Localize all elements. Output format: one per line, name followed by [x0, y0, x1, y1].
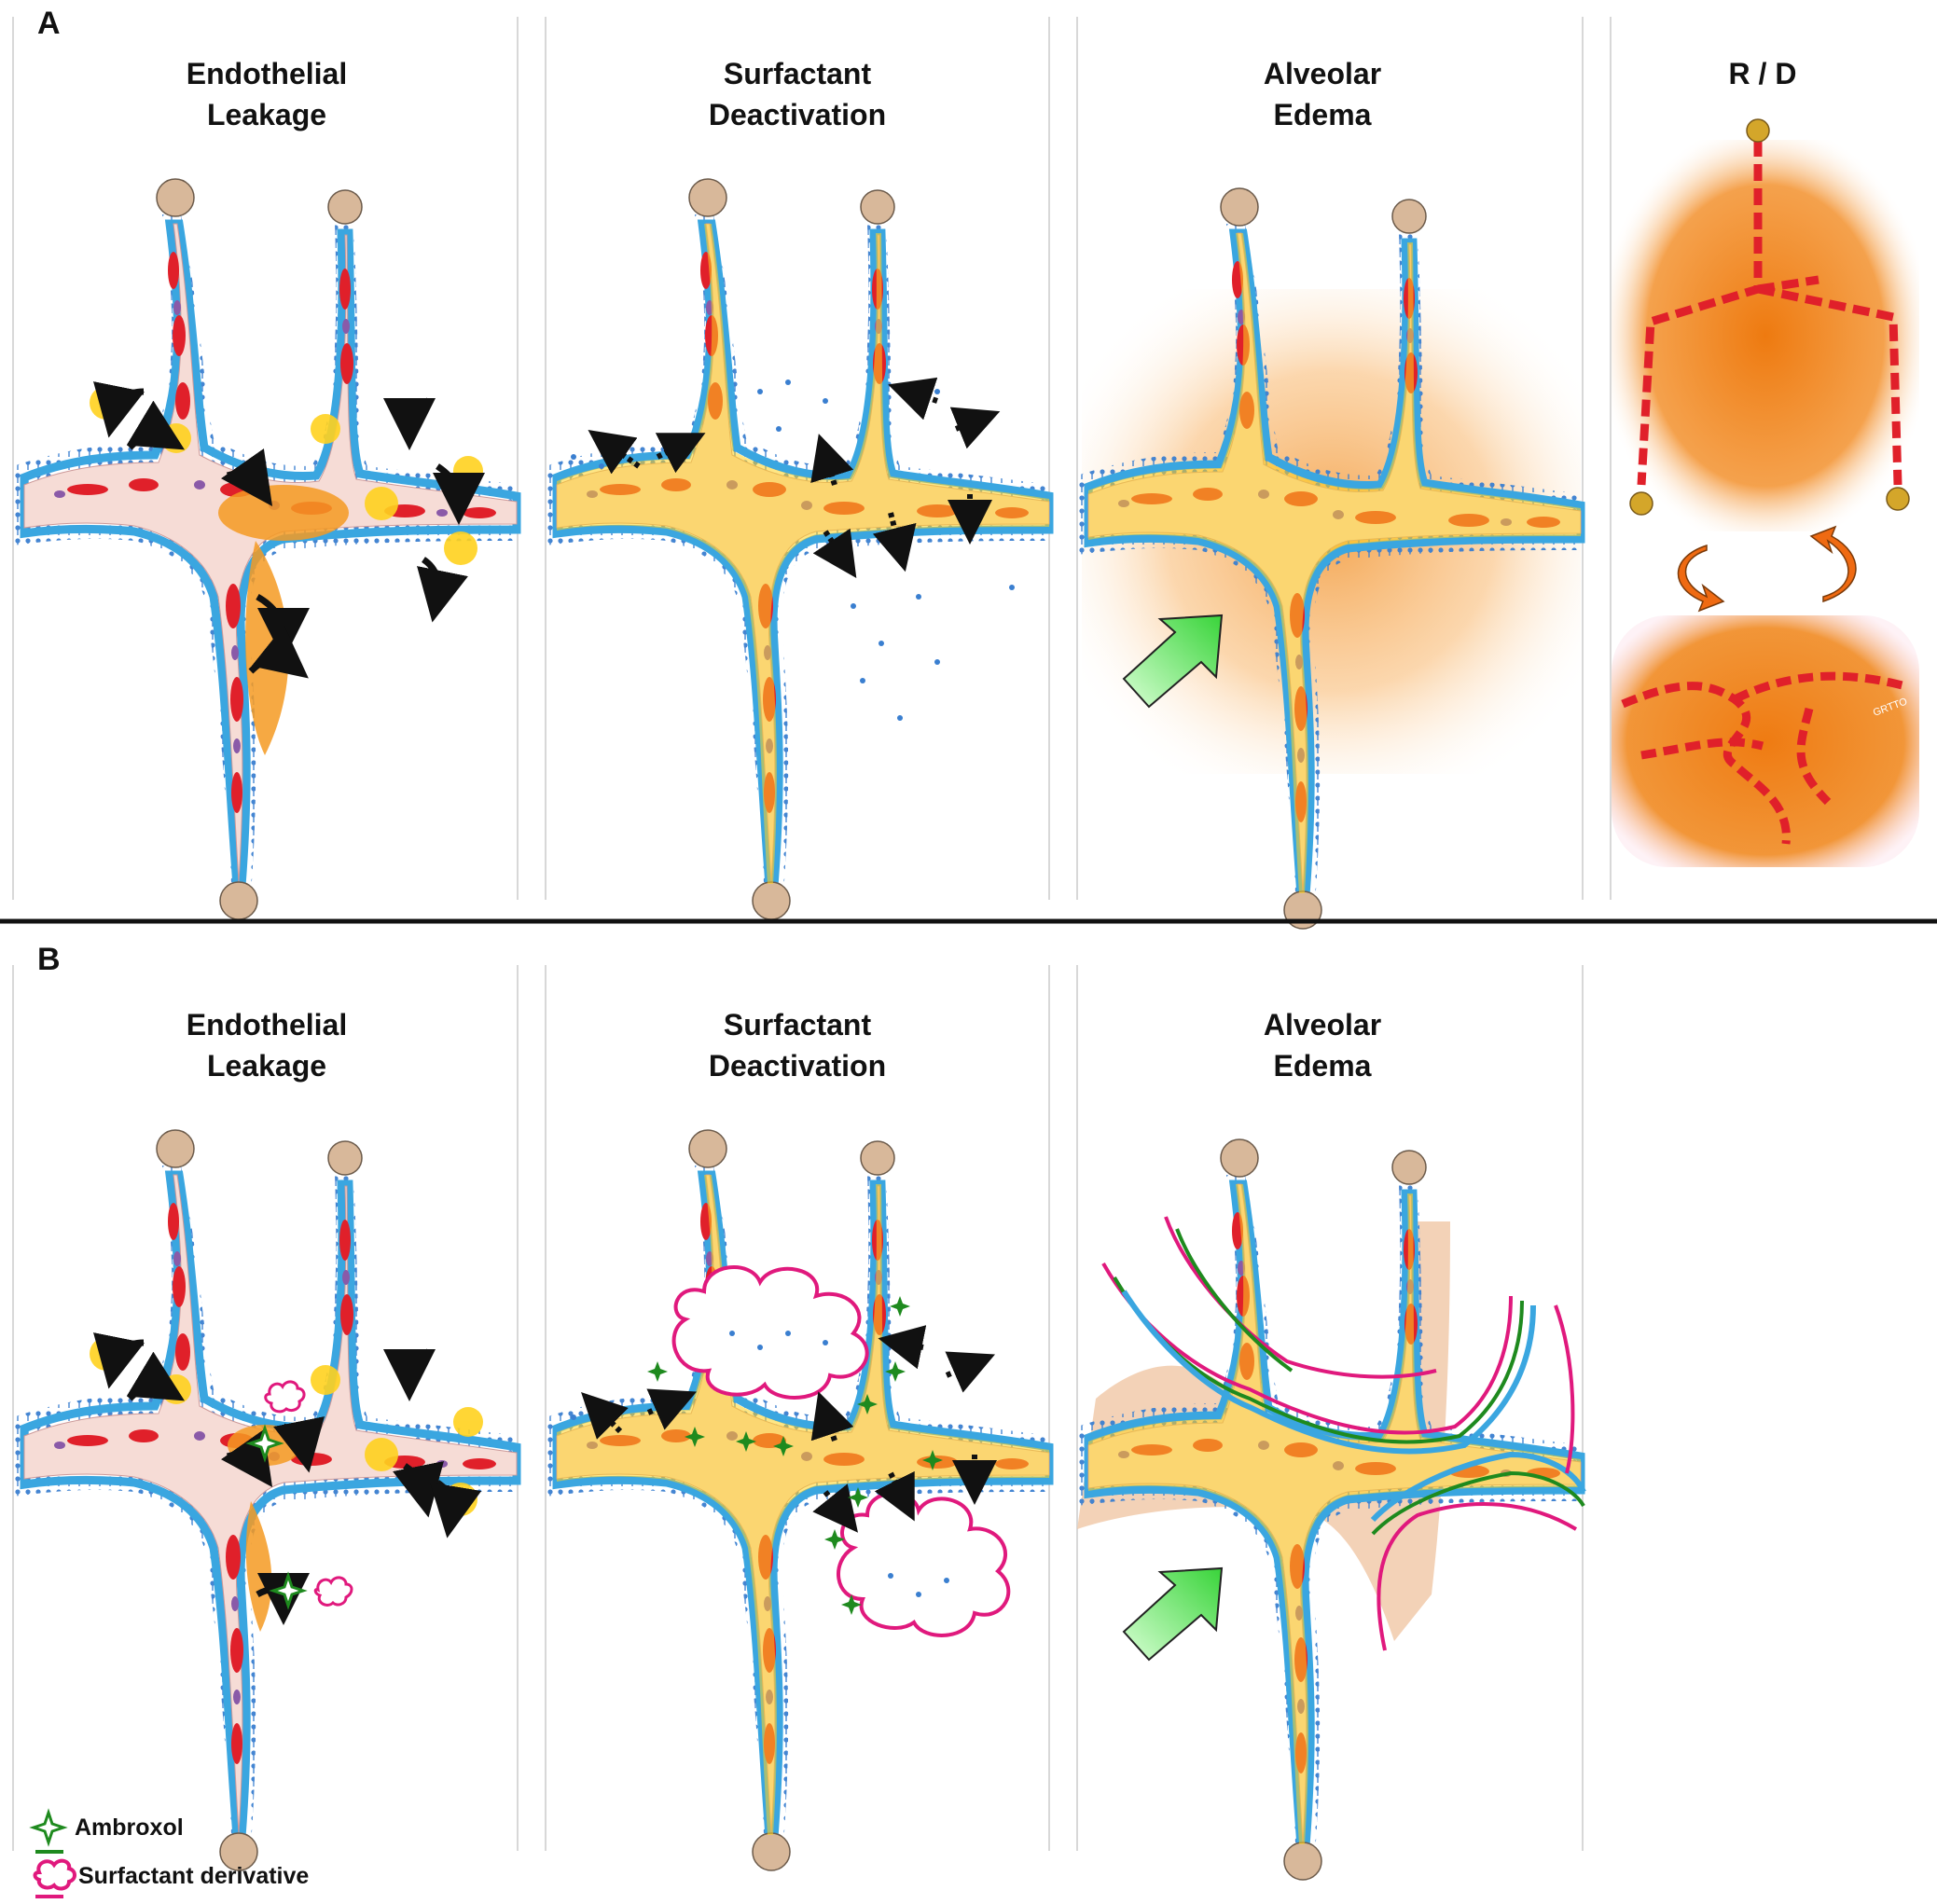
legend-label-surfactant-derivative: Surfactant derivative [78, 1863, 309, 1889]
legend-label-ambroxol: Ambroxol [75, 1814, 184, 1841]
four-point-star-icon [245, 1424, 284, 1463]
panel-b2-surfactant-deactivation: Surfactant Deactivation [546, 1008, 1049, 1870]
remodeled-septum [1621, 671, 1904, 845]
section-a-label: A [37, 6, 61, 41]
pressure-arrow-icon [1122, 1566, 1224, 1662]
panel-title-line2: Edema [1274, 98, 1372, 131]
edema-pocket [218, 485, 349, 541]
panel-dividers-b [12, 965, 1584, 1851]
panel-a1-endothelial-leakage: Endothelial Leakage [13, 57, 517, 919]
four-point-star-icon [922, 1450, 943, 1470]
four-point-star-icon [647, 1361, 668, 1382]
alveolar-septum-diagram [1077, 1139, 1581, 1880]
cloud-outline-icon [671, 1265, 869, 1400]
panel-title-line1: R / D [1729, 57, 1797, 90]
cycle-arrow-icon [1809, 525, 1857, 603]
four-point-star-icon [857, 1394, 878, 1414]
four-point-star-icon [848, 1487, 868, 1508]
four-point-star-icon [685, 1427, 705, 1447]
tip-cells [1629, 118, 1910, 516]
leak-arrow-icon [93, 381, 485, 679]
panel-title-line1: Surfactant [724, 57, 872, 90]
four-point-star-icon [736, 1431, 756, 1452]
four-point-star-icon [269, 1571, 308, 1610]
alveolar-septum-diagram [546, 179, 1049, 919]
panel-title-line1: Surfactant [724, 1008, 872, 1042]
four-point-star-icon [885, 1361, 906, 1382]
four-point-star-icon [773, 1436, 794, 1456]
section-b-label: B [37, 942, 61, 977]
four-point-star-icon [841, 1594, 862, 1615]
efflux-arrow-icon [588, 377, 1001, 578]
fibrotic-haze [1612, 140, 1919, 531]
fibrotic-haze [1612, 615, 1919, 867]
legend: Ambroxol Surfactant derivative [29, 1808, 309, 1898]
panel-title-line1: Alveolar [1264, 57, 1381, 90]
leak-arrow-icon [93, 1332, 482, 1625]
collapsed-septum [1637, 140, 1902, 486]
pressure-arrow-icon [1122, 614, 1224, 709]
panel-title-line2: Leakage [207, 98, 326, 131]
ambroxol-marker [245, 1424, 308, 1610]
cloud-outline-icon [264, 1380, 306, 1414]
panel-dividers-a [12, 17, 1612, 900]
ambroxol-markers [647, 1296, 943, 1615]
panel-title-line2: Leakage [207, 1049, 326, 1083]
cycle-arrow-icon [1677, 544, 1725, 613]
panel-title-line1: Endothelial [187, 1008, 347, 1042]
section-a: A Endothelial Leakage [13, 6, 1919, 929]
alveolar-septum-diagram [546, 1130, 1049, 1870]
panel-title-line2: Edema [1274, 1049, 1372, 1083]
cloud-outline-icon [313, 1576, 353, 1607]
panel-title-line1: Endothelial [187, 57, 347, 90]
alveolar-septum-diagram [13, 1130, 517, 1870]
panel-a2-surfactant-deactivation: Surfactant Deactivation [546, 57, 1049, 919]
protective-lining-lines [1101, 1216, 1586, 1651]
section-b: B Endothelial Leakage [12, 942, 1586, 1898]
efflux-arrow-icon [581, 1325, 997, 1533]
four-point-star-icon [890, 1296, 910, 1317]
panel-a3-alveolar-edema: Alveolar Edema [1077, 57, 1581, 929]
legend-item-ambroxol: Ambroxol [29, 1808, 184, 1854]
panel-title-line2: Deactivation [709, 1049, 886, 1083]
four-point-star-icon [824, 1529, 845, 1550]
four-point-star-icon [29, 1808, 68, 1847]
panel-b3-alveolar-edema: Alveolar Edema [1077, 1008, 1586, 1880]
panel-b1-endothelial-leakage: Endothelial Leakage [13, 1008, 517, 1870]
panel-title-line2: Deactivation [709, 98, 886, 131]
legend-item-surfactant-derivative: Surfactant derivative [33, 1858, 309, 1898]
cloud-outline-icon [837, 1491, 1011, 1637]
alveolar-septum-diagram [13, 179, 517, 919]
cloud-outline-icon [33, 1858, 76, 1891]
panel-title-line1: Alveolar [1264, 1008, 1381, 1042]
panel-a4-rd: R / D GRTTO [1612, 57, 1919, 867]
